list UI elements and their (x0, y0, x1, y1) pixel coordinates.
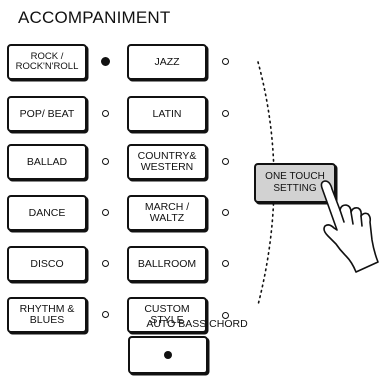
auto-bass-chord-label: AUTO BASS CHORD (0, 318, 382, 330)
auto-bass-chord-led (164, 351, 172, 359)
auto-bass-chord-button[interactable] (128, 336, 208, 374)
